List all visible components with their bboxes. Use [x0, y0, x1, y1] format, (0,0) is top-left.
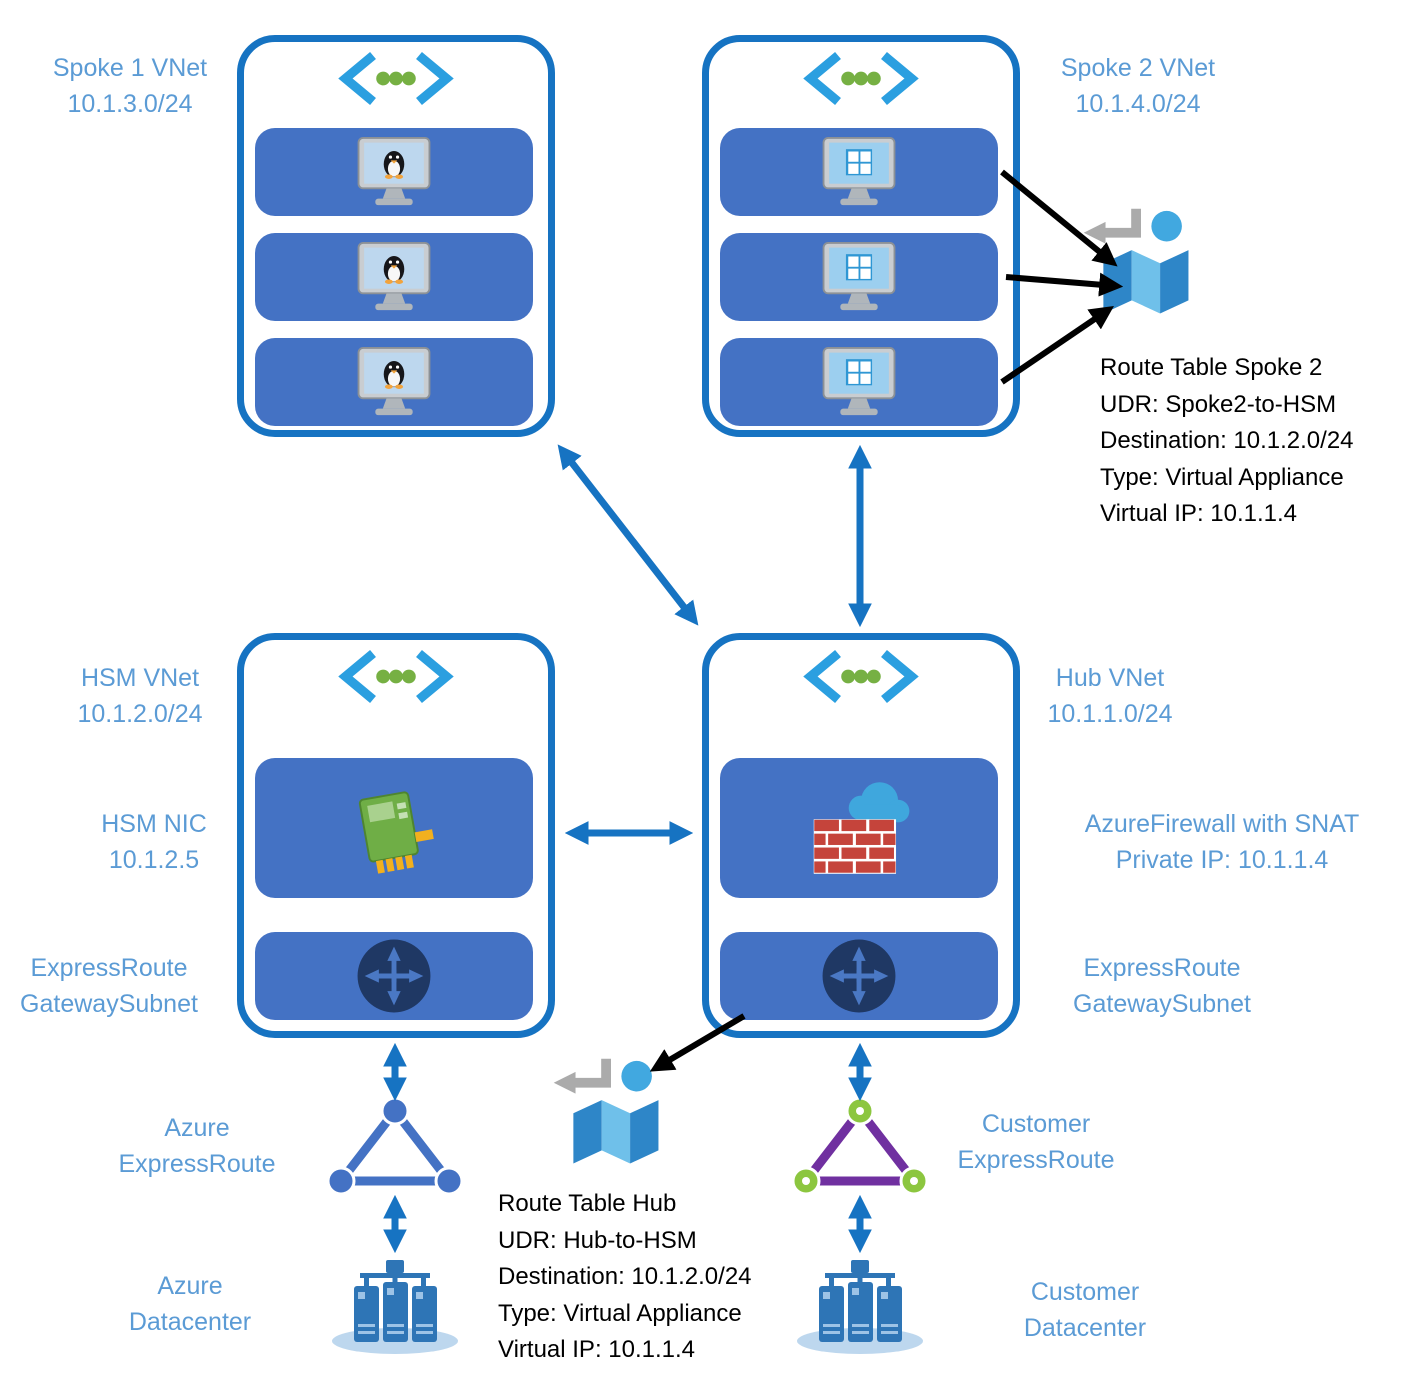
customer-datacenter-label-line1: Customer	[1030, 1278, 1140, 1306]
hub-firewall-label-line1: AzureFirewall with SNAT	[1084, 810, 1360, 838]
windows-vm-icon	[817, 135, 901, 210]
customer-expressroute-label: Customer ExpressRoute	[926, 1106, 1146, 1178]
customer-datacenter-label: Customer Datacenter	[975, 1274, 1195, 1346]
virtual-network-icon	[801, 648, 921, 705]
spoke1-vm-row-3	[255, 338, 533, 426]
linux-vm-icon	[352, 135, 436, 210]
rt-hub-virtual-ip: Virtual IP: 10.1.1.4	[498, 1336, 696, 1363]
spoke1-vnet-name: Spoke 1 VNet	[52, 54, 208, 82]
hub-firewall-panel	[720, 758, 998, 898]
rt-spoke2-virtual-ip: Virtual IP: 10.1.1.4	[1100, 500, 1298, 527]
spoke2-vnet-label: Spoke 2 VNet 10.1.4.0/24	[1028, 50, 1248, 122]
spoke1-vnet-label: Spoke 1 VNet 10.1.3.0/24	[20, 50, 240, 122]
azure-expressroute-icon	[326, 1096, 464, 1196]
hsm-gateway-label: ExpressRoute GatewaySubnet	[0, 950, 218, 1022]
hsm-vnet-box	[237, 633, 555, 1038]
customer-datacenter-label-line2: Datacenter	[1023, 1314, 1147, 1342]
linux-vm-icon	[352, 345, 436, 420]
hsm-nic-label-line1: HSM NIC	[101, 810, 207, 838]
azure-expressroute-label-line1: Azure	[164, 1114, 230, 1142]
rt-hub-type: Type: Virtual Appliance	[498, 1299, 742, 1327]
hsm-vnet-label: HSM VNet 10.1.2.0/24	[30, 660, 250, 732]
rt-spoke2-udr: UDR: Spoke2-to-HSM	[1100, 390, 1337, 418]
rt-spoke2-type: Type: Virtual Appliance	[1100, 463, 1344, 491]
spoke2-vm-row-1	[720, 128, 998, 216]
linux-vm-icon	[352, 240, 436, 315]
virtual-network-icon	[336, 50, 456, 107]
rt-spoke2-destination: Destination: 10.1.2.0/24	[1100, 427, 1354, 454]
azure-datacenter-icon	[320, 1246, 470, 1356]
hub-vnet-label: Hub VNet 10.1.1.0/24	[1000, 660, 1220, 732]
spoke2-vm-row-2	[720, 233, 998, 321]
hsm-vnet-name: HSM VNet	[80, 664, 200, 692]
hub-vnet-box	[702, 633, 1020, 1038]
network-interface-card-icon	[358, 790, 434, 874]
route-table-icon	[1075, 200, 1195, 320]
windows-vm-icon	[817, 240, 901, 315]
spoke1-vnet-cidr: 10.1.3.0/24	[67, 90, 193, 118]
spoke2-vnet-name: Spoke 2 VNet	[1060, 54, 1216, 82]
route-table-spoke2-text: Route Table Spoke 2 UDR: Spoke2-to-HSM D…	[1100, 350, 1354, 533]
customer-expressroute-label-line1: Customer	[981, 1110, 1091, 1138]
spoke1-vm-row-1	[255, 128, 533, 216]
azure-datacenter-label-line1: Azure	[157, 1272, 223, 1300]
azure-expressroute-label: Azure ExpressRoute	[87, 1110, 307, 1182]
expressroute-gateway-icon	[354, 936, 434, 1016]
hsm-gateway-label-line1: ExpressRoute	[30, 954, 188, 982]
hub-firewall-label-line2: Private IP: 10.1.1.4	[1115, 846, 1329, 874]
hub-vnet-name: Hub VNet	[1055, 664, 1165, 692]
hub-gateway-subnet-panel	[720, 932, 998, 1020]
hub-gateway-label-line2: GatewaySubnet	[1073, 990, 1251, 1018]
spoke1-vnet-box	[237, 35, 555, 437]
virtual-network-icon	[801, 50, 921, 107]
rt-hub-title: Route Table Hub	[498, 1190, 677, 1217]
spoke2-vnet-box	[702, 35, 1020, 437]
customer-expressroute-label-line2: ExpressRoute	[957, 1146, 1115, 1174]
hub-vnet-cidr: 10.1.1.0/24	[1047, 700, 1173, 728]
expressroute-gateway-icon	[819, 936, 899, 1016]
route-table-hub-text: Route Table Hub UDR: Hub-to-HSM Destinat…	[498, 1186, 752, 1369]
windows-vm-icon	[817, 345, 901, 420]
azure-expressroute-label-line2: ExpressRoute	[118, 1150, 276, 1178]
hsm-vnet-cidr: 10.1.2.0/24	[77, 700, 203, 728]
spoke2-vm-row-3	[720, 338, 998, 426]
rt-hub-udr: UDR: Hub-to-HSM	[498, 1226, 697, 1254]
rt-hub-destination: Destination: 10.1.2.0/24	[498, 1263, 752, 1290]
spoke2-vnet-cidr: 10.1.4.0/24	[1075, 90, 1201, 118]
azure-firewall-icon	[813, 782, 910, 874]
route-table-icon	[545, 1050, 665, 1170]
hub-firewall-label: AzureFirewall with SNAT Private IP: 10.1…	[1052, 806, 1392, 878]
spoke1-vm-row-2	[255, 233, 533, 321]
arrow-spoke1-hub	[557, 444, 699, 626]
hsm-gateway-label-line2: GatewaySubnet	[20, 990, 198, 1018]
customer-datacenter-icon	[785, 1246, 935, 1356]
hsm-nic-label: HSM NIC 10.1.2.5	[44, 806, 264, 878]
hub-gateway-label: ExpressRoute GatewaySubnet	[1052, 950, 1272, 1022]
rt-spoke2-title: Route Table Spoke 2	[1100, 354, 1323, 381]
hsm-gateway-subnet-panel	[255, 932, 533, 1020]
azure-datacenter-label-line2: Datacenter	[128, 1308, 252, 1336]
hsm-nic-panel	[255, 758, 533, 898]
azure-datacenter-label: Azure Datacenter	[80, 1268, 300, 1340]
virtual-network-icon	[336, 648, 456, 705]
hub-gateway-label-line1: ExpressRoute	[1083, 954, 1241, 982]
hsm-nic-label-line2: 10.1.2.5	[108, 846, 200, 874]
customer-expressroute-icon	[791, 1096, 929, 1196]
